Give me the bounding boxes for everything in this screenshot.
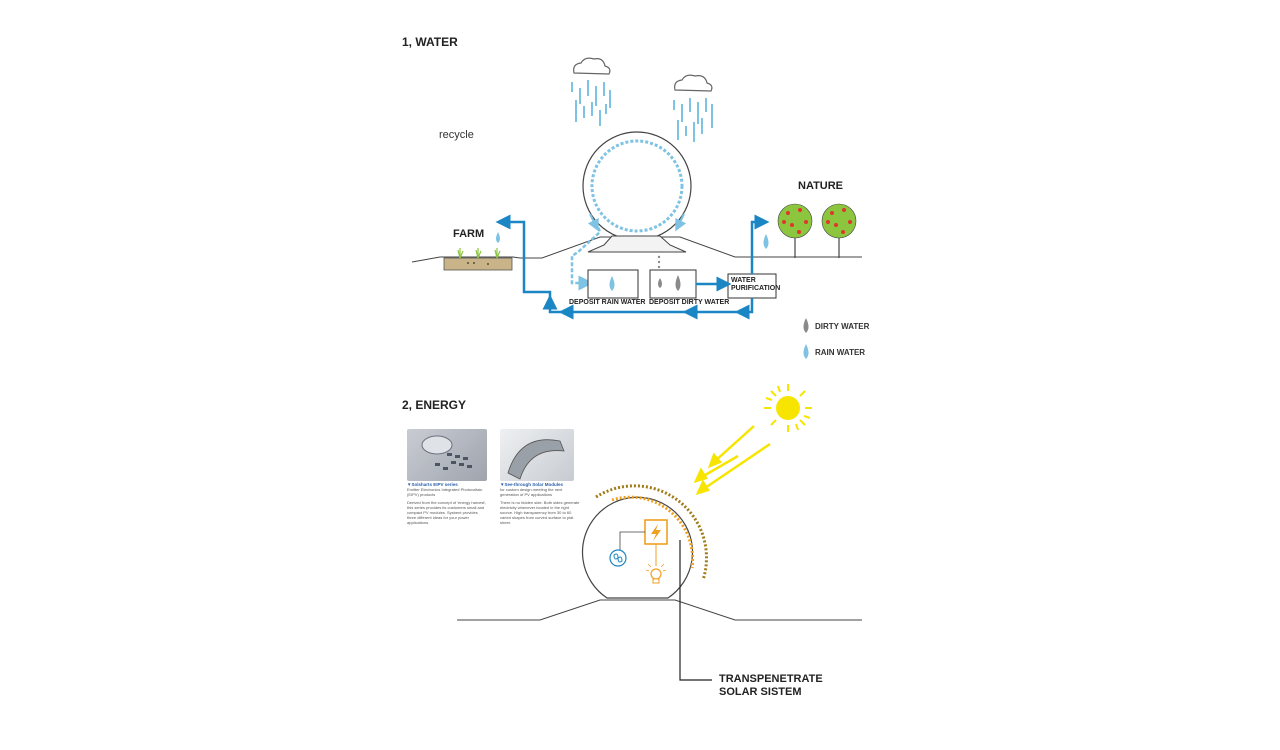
- fan-icon: [609, 549, 627, 567]
- product-photo-eipv: [407, 429, 487, 481]
- water-drop-icon: [609, 276, 615, 291]
- product-body: Derived from the concept of 'energy harv…: [407, 500, 487, 525]
- deposit-rain-label: DEPOSIT RAIN WATER: [569, 299, 646, 306]
- cloud-icon: [573, 57, 611, 75]
- recycle-label: recycle: [439, 129, 474, 141]
- water-dome: [582, 131, 692, 241]
- deposit-dirty-label: DEPOSIT DIRTY WATER: [649, 299, 730, 306]
- water-drop-icon: [763, 234, 769, 249]
- purification-label-line2: PURIFICATION: [731, 285, 781, 292]
- dirty-water-tank: [649, 269, 697, 299]
- water-drop-icon: [803, 318, 809, 333]
- solar-dome-arc-outer: [595, 484, 708, 581]
- sun-icon: [764, 384, 812, 432]
- nature-label: NATURE: [798, 180, 844, 192]
- water-drop-icon: [658, 278, 662, 288]
- section-title-water: 1, WATER: [402, 35, 458, 49]
- solar-dome: [581, 496, 694, 599]
- wiring: [619, 531, 645, 550]
- cloud-icon: [674, 74, 713, 92]
- legend-rain-water: RAIN WATER: [815, 348, 866, 357]
- rain-streaks: [571, 80, 713, 142]
- ground-line-water: [411, 236, 862, 263]
- light-bulb-icon: [645, 563, 667, 584]
- product-caption-see-through: ▼See-through Solar Modules for custom de…: [500, 482, 580, 525]
- solar-dome-arc-inner: [611, 495, 695, 569]
- farm-label: FARM: [453, 228, 485, 240]
- solar-system-label-line2: SOLAR SISTEM: [719, 686, 802, 698]
- product-caption-eipv: ▼Solsharts EIPV series Emitter Electroni…: [407, 482, 487, 525]
- legend-dirty-water: DIRTY WATER: [815, 322, 870, 331]
- tree-icon: [821, 203, 857, 258]
- product-subtitle: for custom design meeting the next gener…: [500, 487, 563, 497]
- system-leader-line: [679, 540, 712, 681]
- tree-icon: [777, 203, 813, 258]
- product-title: ▼Solsharts EIPV series: [407, 482, 458, 487]
- water-drop-icon: [803, 344, 809, 359]
- lightning-icon: [644, 519, 668, 545]
- product-photo-see-through: [500, 429, 574, 481]
- product-title: ▼See-through Solar Modules: [500, 482, 563, 487]
- pipe-network: [495, 214, 770, 320]
- product-subtitle: Emitter Electronics Integrated Photovolt…: [407, 487, 483, 497]
- product-body: There is no hidden side. Both sides gene…: [500, 500, 580, 525]
- water-drop-icon: [675, 275, 681, 291]
- solar-system-label-line1: TRANSPENETRATE: [719, 673, 823, 685]
- purification-label-line1: WATER: [731, 277, 756, 284]
- water-drop-icon: [496, 232, 500, 243]
- recycle-flow: [570, 221, 602, 291]
- farm-soil: [443, 257, 513, 271]
- farm-plants: [457, 248, 501, 259]
- ground-line-energy: [457, 599, 862, 621]
- section-title-energy: 2, ENERGY: [402, 398, 467, 412]
- dome-base: [587, 235, 687, 253]
- sunlight-arrows: [693, 425, 771, 495]
